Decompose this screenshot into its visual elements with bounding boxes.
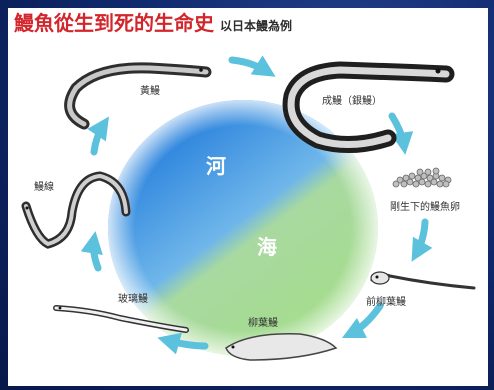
arrow-pre-to-lepto	[341, 302, 384, 339]
sea-label: 海	[257, 235, 277, 259]
pre-leptocephalus-label: 前柳葉鰻	[366, 295, 406, 308]
arrow-yellow-to-adult	[228, 55, 276, 77]
egg-label: 剛生下的鰻魚卵	[390, 200, 460, 213]
arrow-elver-to-yellow	[87, 116, 109, 156]
arrow-adult-to-egg	[388, 112, 414, 155]
elver-illustration	[21, 171, 131, 249]
glass-eel-label: 玻璃鰻	[118, 292, 148, 305]
eggs-illustration	[392, 167, 452, 188]
leptocephalus-label: 柳葉鰻	[248, 316, 278, 329]
river-label: 河	[206, 154, 226, 178]
yellow-eel-label: 黃鰻	[140, 84, 160, 97]
leptocephalus-illustration	[225, 333, 338, 361]
adult-eel-illustration	[282, 61, 455, 154]
habitat-circle	[108, 100, 378, 356]
adult-eel-label: 成鰻（銀鰻）	[322, 94, 382, 107]
arrow-glass-to-elver	[80, 231, 103, 272]
yellow-eel-illustration	[64, 62, 212, 130]
elver-label: 鰻線	[34, 180, 54, 193]
glass-eel-illustration	[53, 305, 189, 333]
arrow-egg-to-pre	[411, 218, 433, 262]
pre-leptocephalus-illustration	[370, 271, 476, 290]
title-sub: 以日本鰻為例	[220, 19, 293, 33]
page-title: 鰻魚從生到死的生命史以日本鰻為例	[14, 10, 292, 36]
title-main: 鰻魚從生到死的生命史	[14, 11, 214, 35]
arrow-lepto-to-glass	[157, 332, 209, 355]
